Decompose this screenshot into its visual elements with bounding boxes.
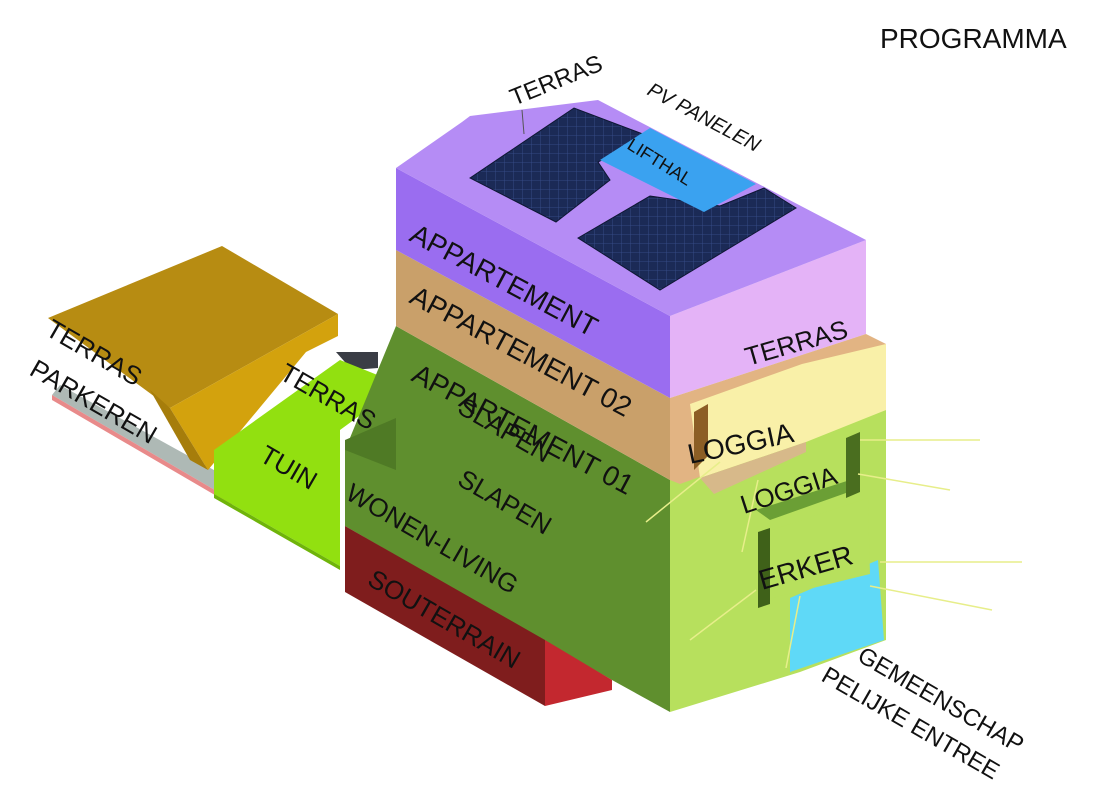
annex-block: [48, 246, 400, 570]
loggia-lower: [756, 480, 860, 520]
pv-panels-left: [469, 107, 650, 223]
leader-lines: [645, 439, 1022, 669]
lifthal-block: [600, 128, 756, 212]
erker-block: [760, 498, 870, 600]
appartement-01-band: [396, 250, 670, 480]
souterrain-block: [345, 526, 545, 706]
pv-panels-right: [577, 187, 797, 291]
appartement-02-block: [396, 168, 670, 398]
loggia-upper: [690, 344, 886, 478]
slapen-wonen-block: [345, 326, 670, 712]
entrance-block: [790, 560, 884, 672]
diagram-title: PROGRAMMA: [880, 23, 1067, 54]
tuin-block: [214, 360, 400, 566]
parkeren-block: [52, 385, 232, 500]
terras-roof-left: [48, 246, 338, 408]
main-building: [345, 100, 1022, 712]
